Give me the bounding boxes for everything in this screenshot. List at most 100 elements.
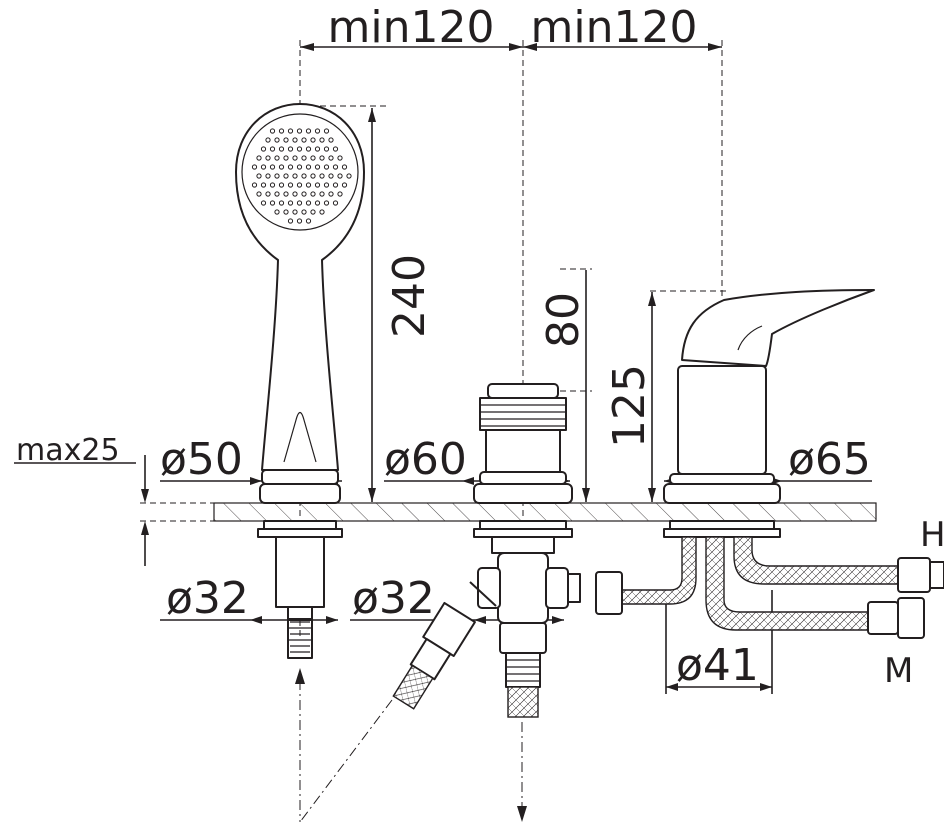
spray-hole	[256, 155, 262, 161]
spray-hole	[346, 173, 352, 179]
spray-hole	[328, 191, 334, 197]
label-dia32-shower: ø32	[166, 573, 249, 624]
spray-hole	[274, 191, 280, 197]
spray-hole	[292, 191, 298, 197]
spray-hole	[301, 155, 307, 161]
label-min120-right: min120	[531, 2, 698, 53]
spray-hole	[287, 182, 294, 188]
label-dia60: ø60	[384, 434, 467, 485]
spray-hole	[323, 128, 330, 134]
spray-hole	[287, 164, 294, 170]
spray-hole	[328, 173, 334, 179]
spray-hole	[341, 164, 348, 170]
spray-hole	[296, 218, 303, 224]
dim-dia32-shower: ø32	[160, 573, 338, 624]
spray-hole	[278, 182, 285, 188]
spray-hole	[305, 146, 312, 152]
spray-hole	[260, 182, 267, 188]
spray-holes	[251, 128, 352, 224]
spray-hole	[314, 128, 321, 134]
spray-hole	[278, 164, 285, 170]
spray-hole	[332, 146, 339, 152]
spray-hole	[251, 182, 258, 188]
spray-hole	[292, 137, 298, 143]
spray-hole	[283, 155, 289, 161]
spray-hole	[292, 209, 298, 215]
spray-hole	[265, 155, 271, 161]
dim-max25: max25	[14, 433, 149, 566]
label-mixed: M	[884, 651, 913, 691]
spray-hole	[332, 182, 339, 188]
spray-hole	[323, 164, 330, 170]
spray-hole	[274, 137, 280, 143]
dim-dia41: ø41	[665, 590, 773, 694]
spray-hole	[319, 191, 325, 197]
spray-hole	[278, 128, 285, 134]
spray-hole	[274, 209, 280, 215]
spray-hole	[314, 164, 321, 170]
label-dia32-spout: ø32	[352, 573, 435, 624]
spray-hole	[319, 209, 325, 215]
spray-hole	[301, 191, 307, 197]
spray-hole	[314, 182, 321, 188]
spray-hole	[256, 173, 262, 179]
spray-hole	[310, 191, 316, 197]
spray-hole	[305, 200, 312, 206]
spray-hole	[269, 164, 276, 170]
spray-hole	[310, 155, 316, 161]
spray-hole	[256, 191, 262, 197]
dim-240: 240	[368, 108, 435, 502]
spray-hole	[269, 128, 276, 134]
deck-plate	[213, 502, 877, 522]
spray-hole	[310, 137, 316, 143]
spray-hole	[323, 146, 330, 152]
spray-hole	[260, 200, 267, 206]
dim-dia60: ø60	[384, 434, 570, 485]
label-80: 80	[538, 292, 589, 348]
spray-hole	[296, 200, 303, 206]
spray-hole	[319, 155, 325, 161]
spray-hole	[323, 200, 330, 206]
label-hot: H	[920, 515, 944, 555]
hand-shower	[235, 103, 365, 659]
spray-hole	[287, 146, 294, 152]
dim-dia32-spout: ø32	[350, 573, 564, 624]
spray-hole	[305, 218, 312, 224]
spray-hole	[314, 200, 321, 206]
spray-hole	[265, 191, 271, 197]
spray-hole	[260, 164, 267, 170]
spray-hole	[278, 146, 285, 152]
spray-hole	[265, 173, 271, 179]
spray-hole	[283, 191, 289, 197]
spray-hole	[332, 164, 339, 170]
spray-hole	[287, 200, 294, 206]
spray-hole	[332, 200, 339, 206]
spray-hole	[319, 137, 325, 143]
spray-hole	[301, 137, 307, 143]
spray-hole	[292, 155, 298, 161]
dim-min120-left: min120	[300, 2, 523, 53]
spray-hole	[337, 191, 343, 197]
spray-hole	[283, 137, 289, 143]
spray-hole	[274, 173, 280, 179]
flow-arrows	[295, 668, 527, 823]
spray-hole	[296, 182, 303, 188]
dim-125: 125	[604, 292, 656, 502]
spray-hole	[305, 128, 312, 134]
spray-hole	[328, 137, 334, 143]
spray-hole	[310, 173, 316, 179]
spray-hole	[269, 146, 276, 152]
spray-hole	[314, 146, 321, 152]
spray-hole	[296, 146, 303, 152]
label-dia41: ø41	[676, 640, 759, 691]
spray-hole	[305, 182, 312, 188]
spray-hole	[283, 209, 289, 215]
spray-hole	[269, 200, 276, 206]
spray-hole	[328, 155, 334, 161]
spray-hole	[301, 173, 307, 179]
spray-hole	[296, 128, 303, 134]
spray-hole	[337, 155, 343, 161]
spray-hole	[296, 164, 303, 170]
spray-hole	[265, 137, 271, 143]
